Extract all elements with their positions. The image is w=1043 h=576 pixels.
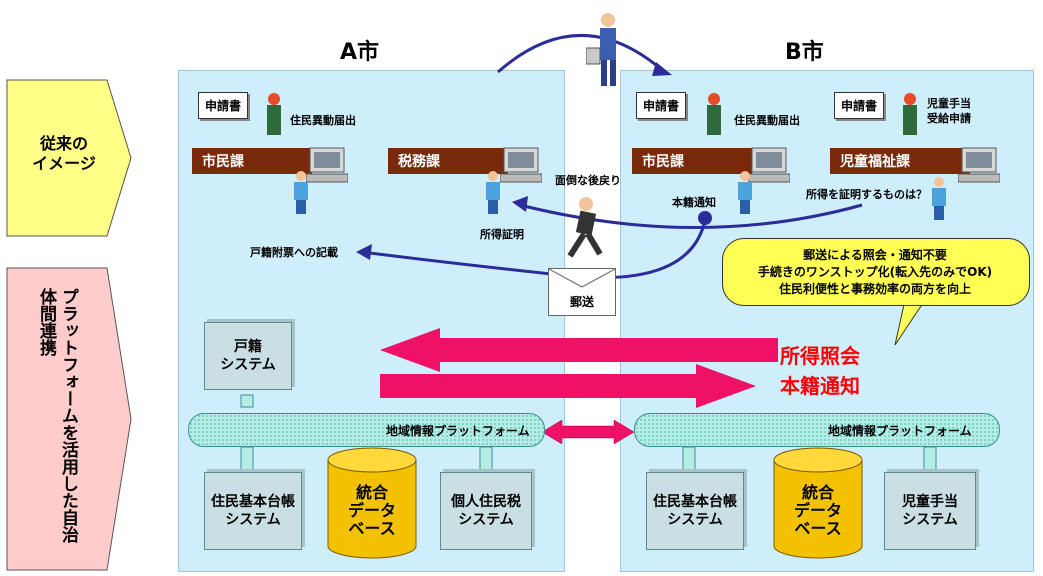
a-citizen-computer-icon [306, 147, 348, 183]
b-database-cylinder [773, 447, 863, 559]
child-allowance-label: 児童手当 受給申請 [927, 97, 971, 125]
a-resident-icon [267, 93, 281, 135]
postal-label: 郵送 [569, 295, 594, 309]
a-individual-tax-system: 個人住民税 システム [440, 472, 532, 550]
callout-line-2: 手続きのワンストップ化(転入先のみでOK) [757, 265, 993, 279]
conventional-tab-shape [6, 79, 132, 237]
annoying-return-label: 面倒な後戻り [555, 174, 621, 187]
income-cert-question-label: 所得を証明するものは？ [806, 188, 927, 201]
income-cert-label: 所得証明 [480, 228, 524, 241]
conventional-tab-label: 従来の イメージ [32, 134, 96, 173]
honseki-notice-flow-label: 本籍通知 [780, 374, 860, 398]
b-integrated-database: 統合 データ ベース [793, 483, 842, 538]
callout-line-3: 住民利便性と事務効率の両方を向上 [778, 282, 971, 296]
b-resident-icon [707, 93, 721, 135]
running-resident-icon [567, 197, 603, 258]
b-application-form-1: 申請書 [636, 92, 687, 119]
b-child-allowance-system: 児童手当 システム [884, 472, 976, 550]
postal-envelope: 郵送 [548, 268, 616, 316]
benefit-callout [722, 238, 1030, 306]
income-inquiry-label: 所得照会 [780, 344, 860, 368]
platform-tab-shape [6, 267, 132, 571]
a-citizen-clerk-icon [294, 171, 308, 214]
a-regional-platform [188, 413, 545, 447]
a-application-form: 申請書 [198, 92, 249, 119]
a-integrated-database: 統合 データ ベース [347, 483, 396, 538]
city-a-title: A市 [340, 40, 380, 65]
b-application-form-2: 申請書 [834, 92, 885, 119]
b-child-computer-icon [958, 147, 1000, 183]
b-child-welfare-dept: 児童福祉課 [830, 148, 970, 174]
b-platform-label: 地域情報プラットフォーム [828, 424, 972, 438]
a-database-cylinder [327, 447, 417, 559]
b-regional-platform [634, 413, 1000, 447]
a-move-notice-label: 住民異動届出 [290, 114, 356, 127]
a-platform-label: 地域情報プラットフォーム [386, 424, 530, 438]
a-resident-registry-system: 住民基本台帳 システム [204, 472, 302, 550]
a-tax-clerk-icon [486, 171, 500, 214]
move-curve [497, 34, 663, 74]
b-citizen-computer-icon [748, 147, 790, 183]
b-child-clerk-icon [932, 177, 946, 220]
koseki-record-label: 戸籍附票への記載 [250, 246, 338, 259]
b-citizen-clerk-icon [738, 171, 752, 214]
platform-tab: プラットフォームを活用した自治体間連携 [5, 266, 133, 572]
a-tax-computer-icon [500, 147, 542, 183]
b-move-notice-label: 住民異動届出 [734, 114, 800, 127]
city-b-title: B市 [785, 40, 824, 65]
callout-line-1: 郵送による照会・通知不要 [803, 248, 947, 262]
envelope-flap-icon [549, 269, 615, 288]
honseki-notice-small-label: 本籍通知 [672, 196, 716, 209]
b-citizen-dept: 市民課 [632, 148, 752, 174]
moving-resident-icon [586, 13, 616, 86]
b-resident-icon-2 [903, 93, 917, 135]
conventional-tab: 従来の イメージ [5, 78, 133, 238]
platform-tab-label: プラットフォームを活用した自治体間連携 [36, 288, 78, 543]
a-tax-dept: 税務課 [388, 148, 508, 174]
a-citizen-dept: 市民課 [192, 148, 312, 174]
b-resident-registry-system: 住民基本台帳 システム [646, 472, 744, 550]
koseki-system: 戸籍 システム [204, 322, 292, 390]
